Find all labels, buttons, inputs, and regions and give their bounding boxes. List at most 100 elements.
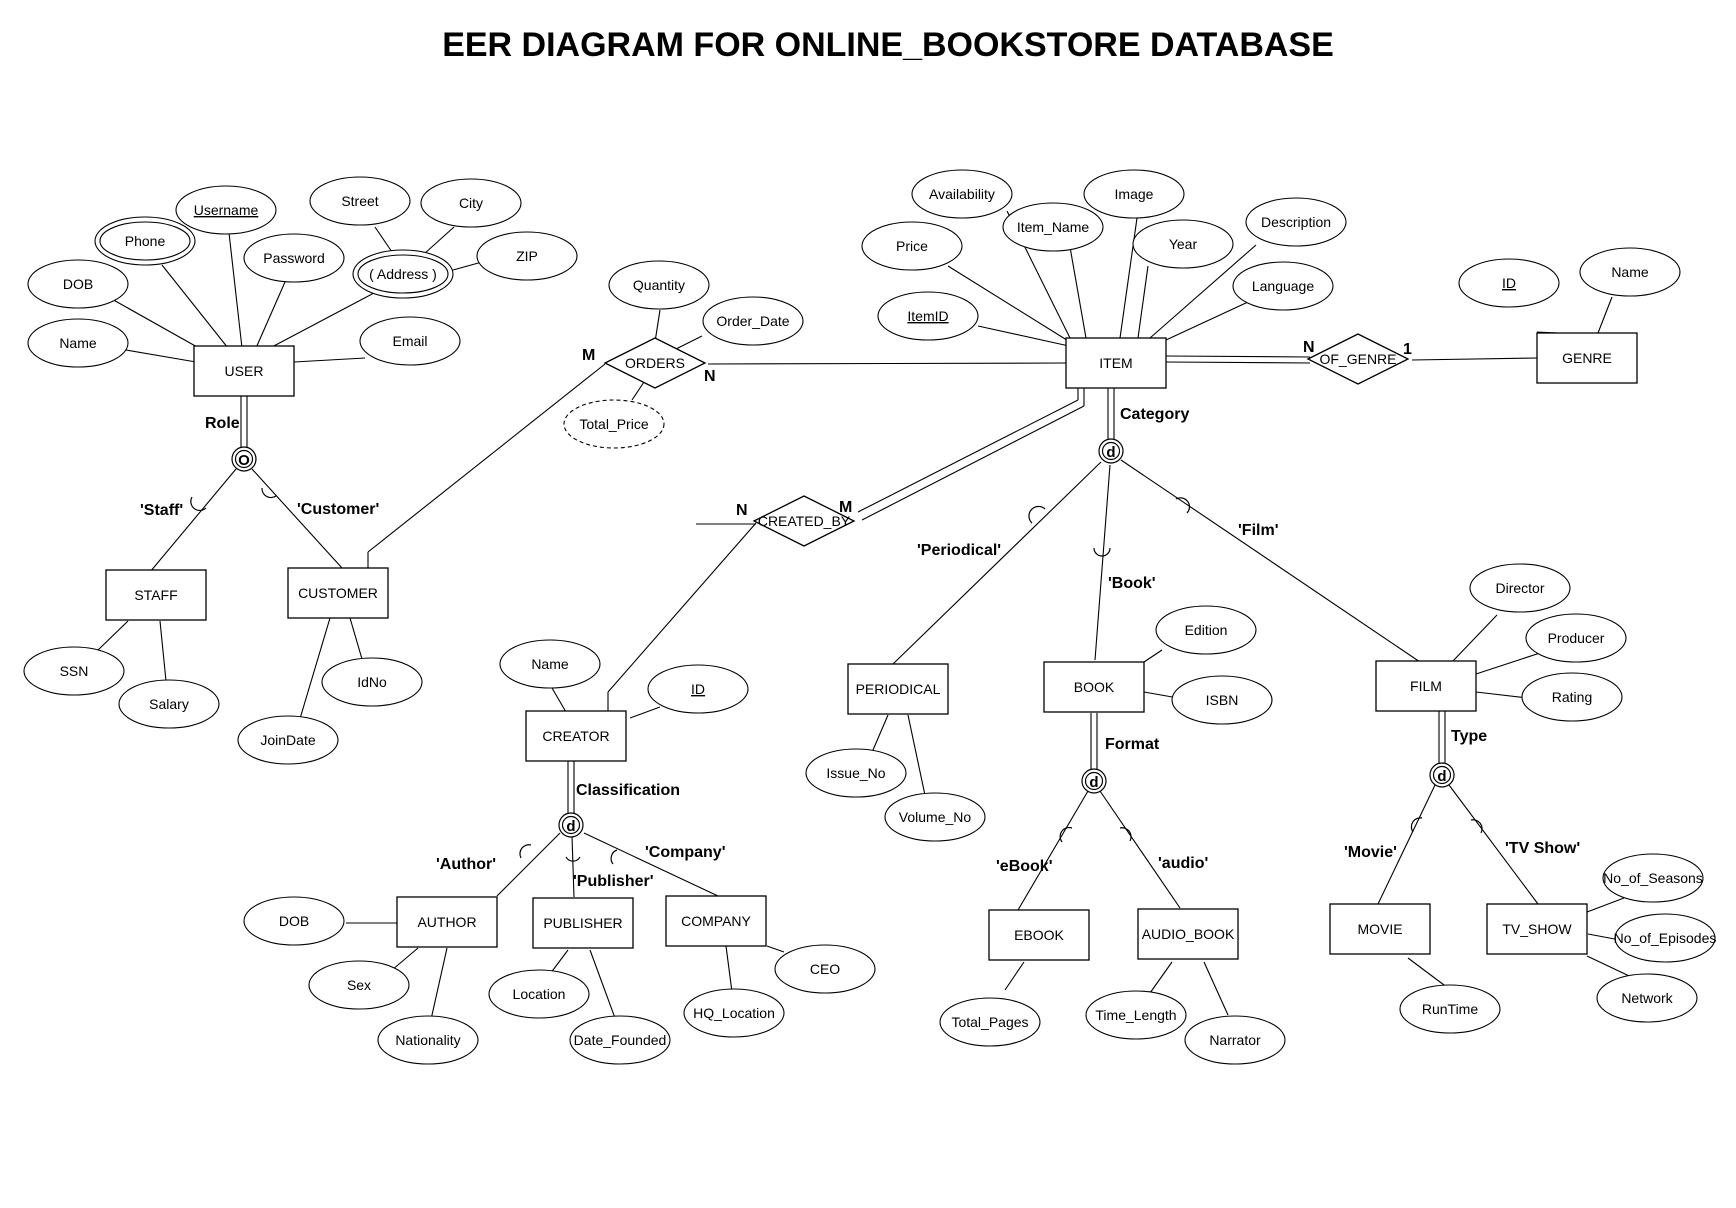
label-tv-show: 'TV Show' bbox=[1505, 840, 1580, 857]
attr-item-availability: Availability bbox=[911, 169, 1013, 219]
svg-text:Name: Name bbox=[1611, 264, 1649, 280]
svg-text:Street: Street bbox=[341, 193, 378, 209]
attr-user-dob: DOB bbox=[27, 259, 129, 309]
svg-text:HQ_Location: HQ_Location bbox=[693, 1005, 775, 1021]
entity-publisher-label: PUBLISHER bbox=[543, 915, 622, 931]
spec-creator-symbol: d bbox=[566, 818, 575, 835]
connector-lines bbox=[96, 210, 1645, 1025]
svg-text:CEO: CEO bbox=[810, 961, 840, 977]
cardinality-labels: M N N 1 N M bbox=[582, 339, 1412, 519]
svg-text:Username: Username bbox=[194, 202, 259, 218]
svg-text:Image: Image bbox=[1115, 186, 1154, 202]
svg-text:No_of_Seasons: No_of_Seasons bbox=[1603, 870, 1703, 886]
attr-user-email: Email bbox=[359, 316, 461, 366]
entity-book[interactable]: BOOK bbox=[1043, 661, 1145, 713]
specialization-lines bbox=[149, 459, 1539, 911]
attr-genre-id: ID bbox=[1458, 258, 1560, 308]
entity-creator[interactable]: CREATOR bbox=[525, 710, 627, 762]
svg-text:SSN: SSN bbox=[60, 663, 89, 679]
entity-user[interactable]: USER bbox=[193, 345, 295, 397]
entity-staff-label: STAFF bbox=[134, 587, 177, 603]
svg-text:Email: Email bbox=[392, 333, 427, 349]
attr-user-name: Name bbox=[27, 318, 129, 368]
svg-text:IdNo: IdNo bbox=[357, 674, 387, 690]
subset-publisher-icon bbox=[565, 856, 581, 862]
relationship-of-genre-label: OF_GENRE bbox=[1319, 351, 1396, 367]
spec-book-symbol: d bbox=[1089, 774, 1098, 791]
entities: USER STAFF CUSTOMER ITEM GENRE CREATOR P… bbox=[105, 332, 1638, 961]
attr-user-city: City bbox=[420, 178, 522, 228]
entity-author[interactable]: AUTHOR bbox=[396, 896, 498, 948]
attributes: Name DOB Phone Username Password ( Addre… bbox=[23, 169, 1717, 1065]
entity-item[interactable]: ITEM bbox=[1065, 337, 1167, 389]
svg-text:Director: Director bbox=[1495, 580, 1544, 596]
svg-text:Issue_No: Issue_No bbox=[826, 765, 885, 781]
svg-text:Description: Description bbox=[1261, 214, 1331, 230]
spec-film-symbol: d bbox=[1437, 768, 1446, 785]
entity-publisher[interactable]: PUBLISHER bbox=[532, 897, 634, 949]
entity-tv-show[interactable]: TV_SHOW bbox=[1486, 903, 1588, 955]
svg-text:Producer: Producer bbox=[1548, 630, 1605, 646]
attr-book-edition: Edition bbox=[1155, 605, 1257, 655]
spec-item-symbol: d bbox=[1106, 444, 1115, 461]
attr-staff-salary: Salary bbox=[118, 679, 220, 729]
svg-text:Name: Name bbox=[59, 335, 97, 351]
subset-customer-icon bbox=[261, 487, 277, 499]
entity-ebook[interactable]: EBOOK bbox=[988, 909, 1090, 961]
relationship-created-by[interactable]: CREATED_BY bbox=[752, 495, 856, 547]
attr-film-rating: Rating bbox=[1521, 672, 1623, 722]
svg-text:Location: Location bbox=[513, 986, 566, 1002]
svg-text:DOB: DOB bbox=[279, 913, 309, 929]
attr-tv-network: Network bbox=[1596, 973, 1698, 1023]
svg-text:Total_Price: Total_Price bbox=[579, 416, 648, 432]
relationship-of-genre[interactable]: OF_GENRE bbox=[1306, 333, 1410, 385]
attr-author-sex: Sex bbox=[308, 960, 410, 1010]
entity-movie[interactable]: MOVIE bbox=[1329, 903, 1431, 955]
svg-text:City: City bbox=[459, 195, 483, 211]
svg-text:Item_Name: Item_Name bbox=[1017, 219, 1090, 235]
attr-user-street: Street bbox=[309, 176, 411, 226]
entity-company-label: COMPANY bbox=[681, 913, 751, 929]
svg-text:No_of_Episodes: No_of_Episodes bbox=[1614, 930, 1717, 946]
entity-audio-book[interactable]: AUDIO_BOOK bbox=[1137, 908, 1239, 960]
label-company: 'Company' bbox=[645, 844, 726, 861]
spec-item-circle: d bbox=[1098, 438, 1124, 464]
entity-genre[interactable]: GENRE bbox=[1536, 332, 1638, 384]
entity-item-label: ITEM bbox=[1099, 355, 1132, 371]
attr-author-dob: DOB bbox=[243, 896, 345, 946]
spec-film-circle: d bbox=[1429, 762, 1455, 788]
svg-text:RunTime: RunTime bbox=[1422, 1001, 1478, 1017]
card-orders-customer: M bbox=[582, 347, 595, 364]
subset-movie-icon bbox=[1410, 817, 1423, 833]
attr-audio-time-length: Time_Length bbox=[1085, 990, 1187, 1040]
svg-text:Network: Network bbox=[1621, 990, 1673, 1006]
subset-staff-icon bbox=[190, 496, 207, 512]
label-classification: Classification bbox=[576, 782, 680, 799]
attr-publisher-location: Location bbox=[488, 969, 590, 1019]
subset-book-icon bbox=[1093, 547, 1111, 557]
entity-periodical[interactable]: PERIODICAL bbox=[847, 663, 949, 715]
entity-film[interactable]: FILM bbox=[1375, 660, 1477, 712]
attr-item-description: Description bbox=[1245, 197, 1347, 247]
attr-tv-no-of-seasons: No_of_Seasons bbox=[1602, 853, 1704, 903]
attr-item-image: Image bbox=[1083, 169, 1185, 219]
svg-text:Quantity: Quantity bbox=[633, 277, 685, 293]
entity-company[interactable]: COMPANY bbox=[665, 895, 767, 947]
entity-staff[interactable]: STAFF bbox=[105, 569, 207, 621]
attr-company-ceo: CEO bbox=[774, 944, 876, 994]
svg-text:Name: Name bbox=[531, 656, 569, 672]
svg-text:DOB: DOB bbox=[63, 276, 93, 292]
relationship-created-by-label: CREATED_BY bbox=[758, 513, 851, 529]
svg-text:Order_Date: Order_Date bbox=[716, 313, 789, 329]
relationship-orders[interactable]: ORDERS bbox=[603, 337, 707, 389]
attr-audio-narrator: Narrator bbox=[1184, 1015, 1286, 1065]
svg-text:Language: Language bbox=[1252, 278, 1315, 294]
attr-user-password: Password bbox=[243, 233, 345, 283]
entity-customer[interactable]: CUSTOMER bbox=[287, 567, 389, 619]
specialization-circles: O d d d d bbox=[231, 438, 1455, 838]
diagram-title: EER DIAGRAM FOR ONLINE_BOOKSTORE DATABAS… bbox=[442, 26, 1334, 64]
entity-periodical-label: PERIODICAL bbox=[856, 681, 941, 697]
label-publisher: 'Publisher' bbox=[573, 873, 654, 890]
attr-creator-id: ID bbox=[647, 664, 749, 714]
